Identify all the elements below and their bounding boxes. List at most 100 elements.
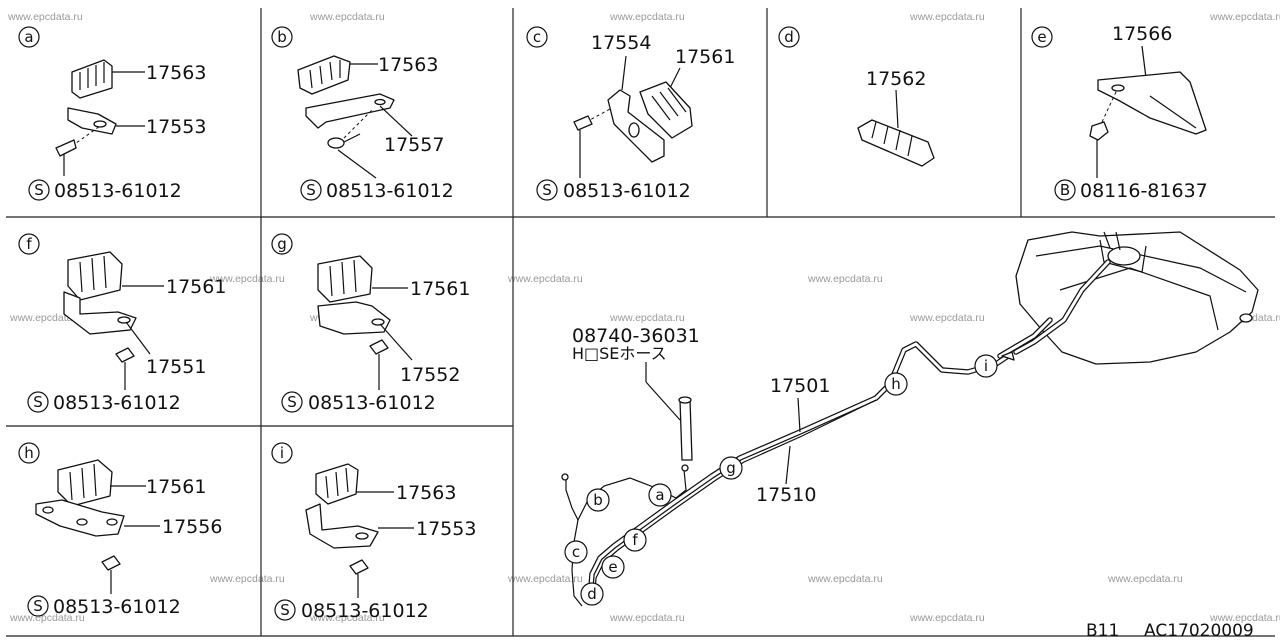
screw-icon	[327, 133, 361, 149]
watermark: www.epcdata.ru	[209, 273, 285, 285]
clip-position-circle	[623, 528, 647, 552]
bracket-17557-icon	[305, 93, 395, 129]
panel-h: h 17561 17556 S 08513-61012	[18, 442, 222, 618]
watermark: www.epcdata.ru	[309, 11, 385, 23]
panel-letter-circle	[271, 442, 293, 464]
model-code: B11	[1086, 621, 1119, 640]
fastener-prefix-circle	[281, 391, 303, 413]
panel-g: g 17561 17552 S 08513-61012	[271, 233, 470, 414]
fastener-prefix-circle	[274, 599, 296, 621]
watermark: www.epcdata.ru	[609, 312, 685, 324]
screw-icon	[55, 139, 77, 176]
fastener-prefix: B	[1060, 181, 1070, 199]
screw-icon	[369, 339, 389, 390]
watermark: www.epcdata.ru	[507, 273, 583, 285]
panel-letter: e	[1037, 28, 1046, 46]
clip-position-circle	[648, 483, 672, 507]
hose-label: H□SEホース	[572, 344, 667, 363]
panel-letter-circle	[18, 442, 40, 464]
watermark: www.epcdata.ru	[909, 612, 985, 624]
bracket-17551-icon	[63, 291, 137, 335]
part-number: 17553	[146, 116, 206, 138]
part-number: 17562	[866, 68, 926, 90]
diagram-code: AC17020009	[1144, 621, 1254, 640]
hose-icon	[678, 396, 693, 461]
fastener-number: 08513-61012	[53, 596, 181, 618]
clip-position-circle	[586, 488, 610, 512]
part-number: 17566	[1112, 23, 1172, 45]
fastener-prefix: S	[33, 597, 43, 615]
fuel-tank-icon	[1015, 231, 1259, 365]
part-number: 17561	[675, 46, 735, 68]
clip-17562-icon	[857, 119, 935, 167]
part-number: 17554	[591, 32, 651, 54]
fastener-number: 08513-61012	[54, 180, 182, 202]
clip-position-label: g	[726, 459, 736, 477]
part-number: 17563	[146, 62, 206, 84]
watermark: www.epcdata.ru	[1209, 11, 1280, 23]
part-number: 17556	[162, 516, 222, 538]
watermark: www.epcdata.ru	[9, 612, 85, 624]
clip-position-circle	[974, 354, 998, 378]
fastener-prefix-circle	[1054, 179, 1076, 201]
fastener-prefix: S	[287, 393, 297, 411]
bracket-17553-icon	[305, 503, 379, 549]
screw-icon	[101, 555, 121, 594]
clip-17563-icon	[297, 55, 351, 95]
watermark: www.epcdata.ru	[609, 11, 685, 23]
panel-a: a 17563 17553 S 08513-61012	[18, 26, 206, 202]
fastener-number: 08513-61012	[563, 180, 691, 202]
panel-letter-circle	[18, 233, 40, 255]
fastener-prefix: S	[33, 393, 43, 411]
fastener-prefix-circle	[536, 179, 558, 201]
screw-icon	[349, 559, 369, 598]
watermark: www.epcdata.ru	[807, 273, 883, 285]
watermark: www.epcdata.ru	[807, 573, 883, 585]
part-number: 17563	[378, 54, 438, 76]
part-number: 17563	[396, 482, 456, 504]
tube-part-number: 17510	[756, 484, 816, 506]
clip-17561-icon	[317, 255, 373, 303]
panel-letter: b	[277, 28, 287, 46]
part-number: 17561	[410, 278, 470, 300]
watermark: www.epcdata.ru	[909, 11, 985, 23]
panel-i: i 17563 17553 S 08513-61012	[271, 442, 476, 622]
panel-letter-circle	[271, 233, 293, 255]
fastener-prefix: S	[306, 181, 316, 199]
fastener-prefix: S	[542, 181, 552, 199]
panel-letter: c	[533, 28, 541, 46]
bracket-17553-icon	[67, 107, 117, 135]
panel-grid	[6, 8, 1275, 637]
clip-position-label: i	[984, 357, 988, 375]
panel-e: e 17566 B 08116-81637	[1031, 23, 1208, 202]
clip-position-label: e	[608, 558, 617, 576]
panel-b: b 17563 17557 S 08513-61012	[271, 26, 454, 202]
clip-position-label: h	[891, 375, 901, 393]
fastener-number: 08513-61012	[326, 180, 454, 202]
clip-position-circle	[601, 555, 625, 579]
watermark: www.epcdata.ru	[209, 573, 285, 585]
bolt-icon	[1089, 121, 1109, 178]
bracket-17566-icon	[1097, 71, 1207, 135]
screw-icon	[573, 115, 593, 178]
clip-17561-icon	[639, 81, 693, 139]
clip-position-circle	[580, 582, 604, 606]
part-number: 17553	[416, 518, 476, 540]
part-number: 17552	[400, 364, 460, 386]
hose-part-number: 08740-36031	[572, 325, 700, 347]
fastener-prefix-circle	[27, 595, 49, 617]
panel-c: c 17554 17561 S 08513-61012	[526, 26, 735, 202]
clip-position-label: c	[572, 543, 580, 561]
clip-17561-icon	[67, 251, 123, 301]
clip-position-label: d	[587, 585, 597, 603]
main-assembly: a b c d e f g h i 08740-36031 H□SEホース 17…	[561, 231, 1259, 607]
bracket-17552-icon	[317, 301, 391, 335]
clip-17563-icon	[71, 59, 113, 99]
tube-part-number: 17501	[770, 375, 830, 397]
fastener-prefix: S	[280, 601, 290, 619]
fastener-number: 08513-61012	[53, 392, 181, 414]
panel-letter-circle	[18, 26, 40, 48]
panel-f: f 17561 17551 S 08513-61012	[18, 233, 226, 414]
panel-letter: f	[26, 235, 32, 253]
